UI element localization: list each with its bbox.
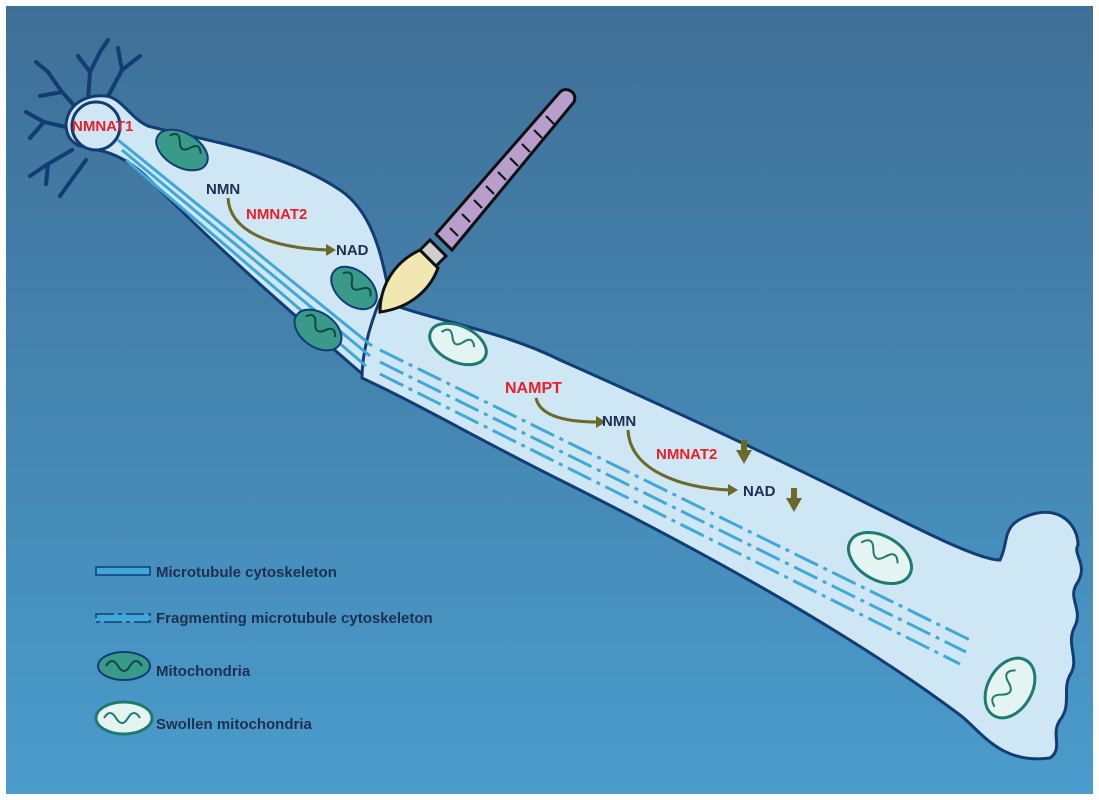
- legend-label: Fragmenting microtubule cytoskeleton: [156, 610, 433, 627]
- label-nampt: NAMPT: [505, 380, 562, 397]
- down-arrow-icon: [741, 440, 747, 452]
- label-nmn-upper: NMN: [206, 181, 240, 198]
- legend-label: Mitochondria: [156, 663, 251, 680]
- microtubule-icon: [96, 567, 150, 575]
- label-nad-upper: NAD: [336, 242, 369, 259]
- mitochondria-icon: [98, 652, 150, 680]
- label-nmn-lower: NMN: [602, 413, 636, 430]
- label-nmnat2-upper: NMNAT2: [246, 206, 307, 223]
- fragmenting-microtubule-icon: [96, 614, 150, 622]
- legend-label: Swollen mitochondria: [156, 716, 313, 733]
- label-nmnat1: NMNAT1: [72, 118, 133, 135]
- down-arrow-icon: [791, 488, 797, 500]
- label-nad-lower: NAD: [743, 483, 776, 500]
- label-nmnat2-lower: NMNAT2: [656, 446, 717, 463]
- legend-label: Microtubule cytoskeleton: [156, 564, 337, 581]
